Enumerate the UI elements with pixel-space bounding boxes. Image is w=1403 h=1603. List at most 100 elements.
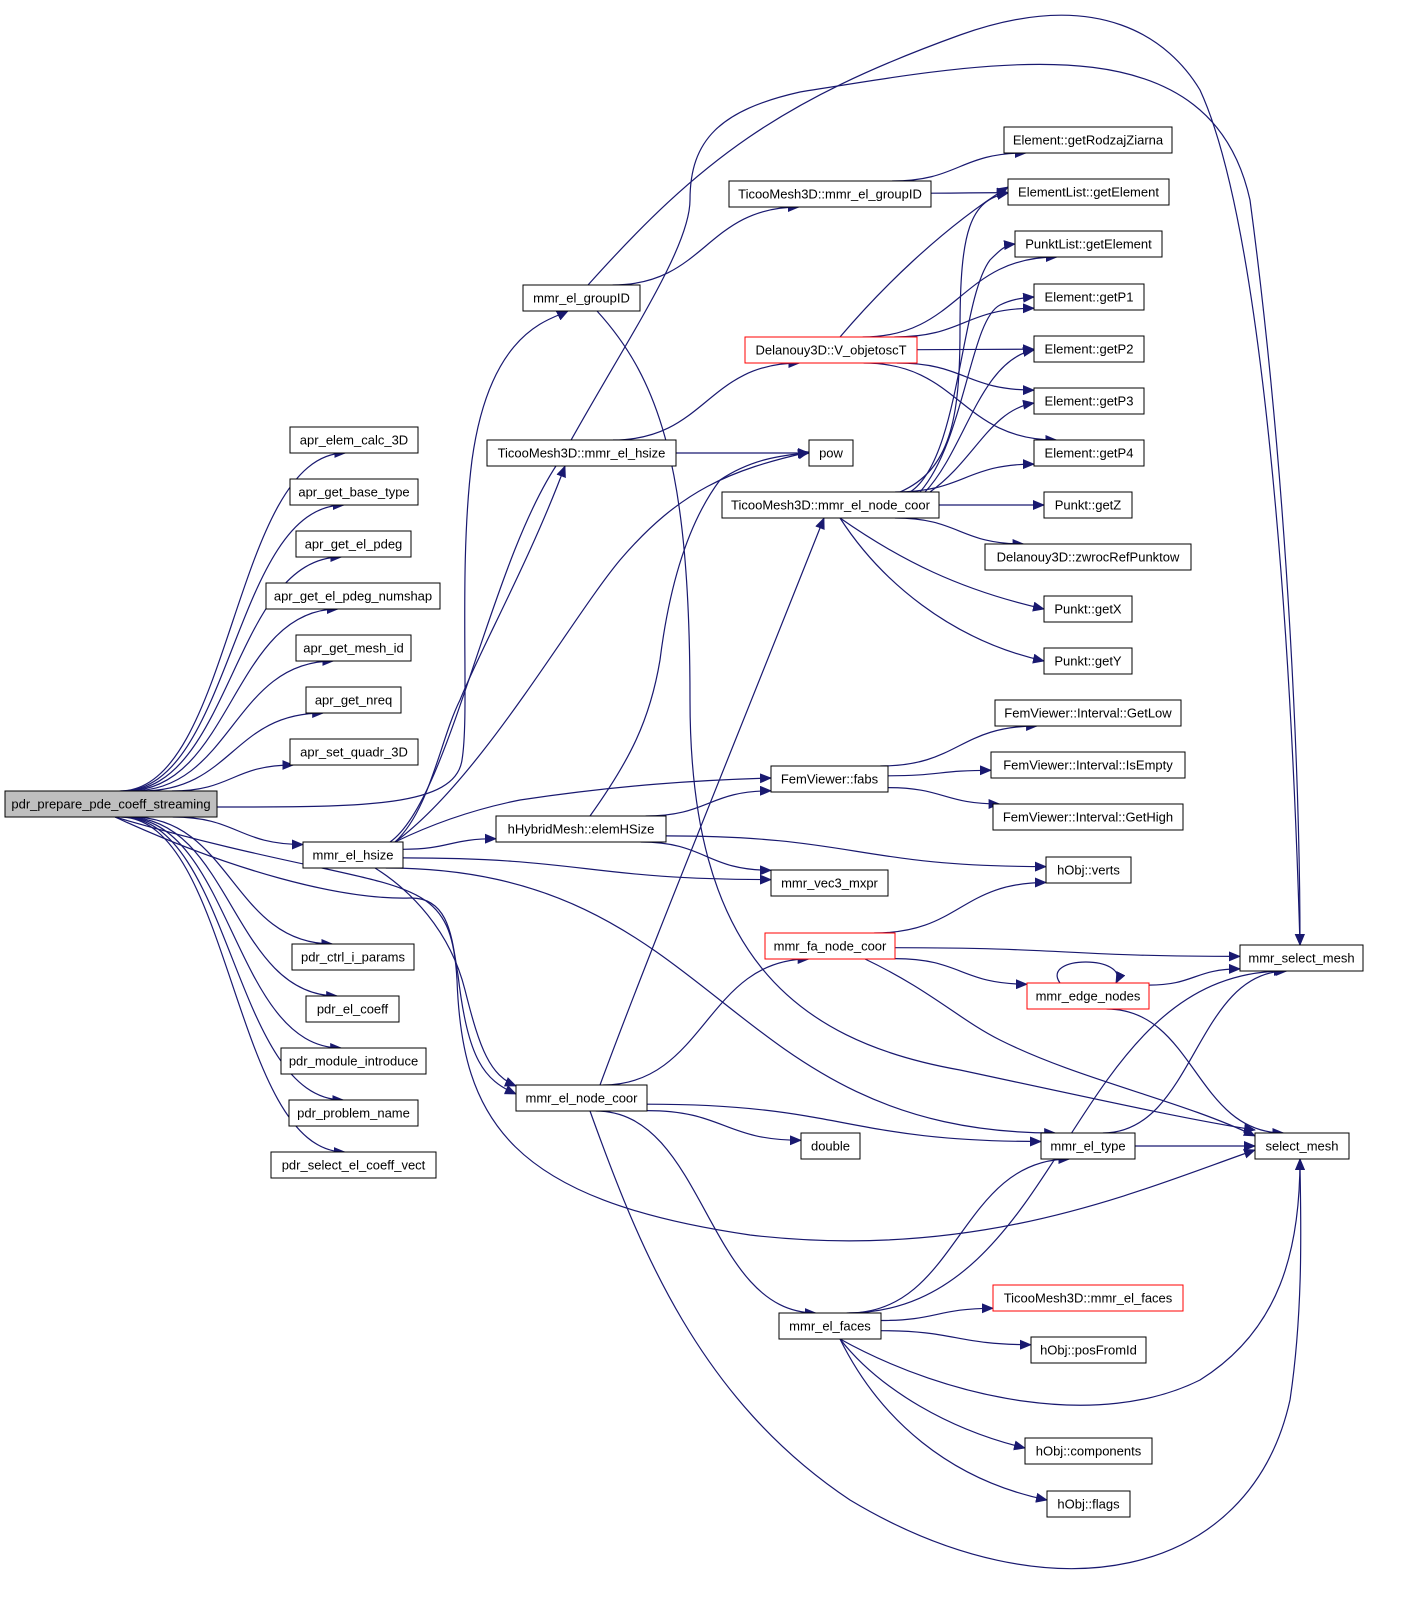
node-EL_getElement[interactable]: ElementList::getElement bbox=[1007, 178, 1170, 206]
node-box bbox=[770, 765, 889, 793]
node-label: Element::getP4 bbox=[1045, 446, 1134, 461]
node-T_mmr_el_groupID[interactable]: TicooMesh3D::mmr_el_groupID bbox=[728, 180, 932, 208]
node-D_zwrocRefPunktow[interactable]: Delanouy3D::zwrocRefPunktow bbox=[984, 543, 1192, 571]
node-E_getP4[interactable]: Element::getP4 bbox=[1033, 439, 1145, 467]
node-pow[interactable]: pow bbox=[808, 439, 854, 467]
node-label: hObj::flags bbox=[1057, 1497, 1120, 1512]
node-box bbox=[1043, 647, 1133, 675]
node-apr_get_el_pdeg_numshap[interactable]: apr_get_el_pdeg_numshap bbox=[265, 582, 441, 610]
node-pdr_el_coeff[interactable]: pdr_el_coeff bbox=[305, 995, 400, 1023]
node-mmr_el_type[interactable]: mmr_el_type bbox=[1040, 1132, 1136, 1160]
node-pdr_module_introduce[interactable]: pdr_module_introduce bbox=[280, 1047, 427, 1075]
node-hH_elemHSize[interactable]: hHybridMesh::elemHSize bbox=[495, 815, 667, 843]
node-E_getP3[interactable]: Element::getP3 bbox=[1033, 387, 1145, 415]
node-root[interactable]: pdr_prepare_pde_coeff_streaming bbox=[4, 790, 218, 818]
node-FVI_GetHigh[interactable]: FemViewer::Interval::GetHigh bbox=[992, 803, 1184, 831]
node-box bbox=[994, 699, 1182, 727]
edge-D_V_objetoscT-to-EL_getElement bbox=[839, 186, 1009, 338]
node-mmr_el_groupID[interactable]: mmr_el_groupID bbox=[522, 284, 641, 312]
node-pdr_ctrl_i_params[interactable]: pdr_ctrl_i_params bbox=[291, 943, 415, 971]
node-mmr_el_faces[interactable]: mmr_el_faces bbox=[778, 1312, 882, 1340]
node-pdr_problem_name[interactable]: pdr_problem_name bbox=[288, 1099, 419, 1127]
node-label: apr_get_nreq bbox=[315, 693, 392, 708]
node-hObj_components[interactable]: hObj::components bbox=[1024, 1437, 1153, 1465]
edge-D_V_objetoscT-to-E_getP3 bbox=[896, 362, 1035, 396]
node-T_mmr_el_hsize[interactable]: TicooMesh3D::mmr_el_hsize bbox=[486, 439, 677, 467]
node-E_getRodzajZiarna[interactable]: Element::getRodzajZiarna bbox=[1003, 126, 1173, 154]
edge-T_mmr_el_node_coor-to-E_getP2 bbox=[924, 347, 1035, 493]
node-box bbox=[270, 1151, 437, 1179]
node-apr_elem_calc_3D[interactable]: apr_elem_calc_3D bbox=[289, 426, 419, 454]
node-FV_fabs[interactable]: FemViewer::fabs bbox=[770, 765, 889, 793]
node-apr_get_el_pdeg[interactable]: apr_get_el_pdeg bbox=[295, 530, 412, 558]
edge-mmr_fa_node_coor-to-mmr_edge_nodes bbox=[894, 958, 1028, 990]
node-box bbox=[522, 284, 641, 312]
node-mmr_vec3_mxpr[interactable]: mmr_vec3_mxpr bbox=[770, 869, 889, 897]
node-box bbox=[1033, 283, 1145, 311]
node-box bbox=[1239, 944, 1364, 972]
node-box bbox=[778, 1312, 882, 1340]
node-label: pdr_problem_name bbox=[297, 1106, 410, 1121]
node-box bbox=[1007, 178, 1170, 206]
node-P_getX[interactable]: Punkt::getX bbox=[1043, 595, 1133, 623]
node-mmr_select_mesh[interactable]: mmr_select_mesh bbox=[1239, 944, 1364, 972]
node-apr_set_quadr_3D[interactable]: apr_set_quadr_3D bbox=[289, 738, 419, 766]
node-box bbox=[1043, 595, 1133, 623]
node-box bbox=[1014, 230, 1163, 258]
edge-hH_elemHSize-to-pow bbox=[589, 448, 810, 817]
edge-root-to-select_mesh bbox=[114, 816, 1256, 1242]
node-label: TicooMesh3D::mmr_el_faces bbox=[1004, 1291, 1173, 1306]
node-pdr_select_el_coeff_vect[interactable]: pdr_select_el_coeff_vect bbox=[270, 1151, 437, 1179]
node-D_V_objetoscT[interactable]: Delanouy3D::V_objetoscT bbox=[744, 336, 918, 364]
edge-T_mmr_el_node_coor-to-P_getX bbox=[839, 517, 1045, 612]
node-box bbox=[800, 1132, 861, 1160]
node-T_mmr_el_faces[interactable]: TicooMesh3D::mmr_el_faces bbox=[992, 1284, 1184, 1312]
edge-mmr_edge_nodes-to-select_mesh bbox=[1106, 1008, 1285, 1138]
node-mmr_fa_node_coor[interactable]: mmr_fa_node_coor bbox=[764, 932, 896, 960]
node-apr_get_mesh_id[interactable]: apr_get_mesh_id bbox=[295, 634, 412, 662]
node-label: pdr_prepare_pde_coeff_streaming bbox=[11, 797, 210, 812]
node-box bbox=[728, 180, 932, 208]
node-hObj_flags[interactable]: hObj::flags bbox=[1046, 1490, 1131, 1518]
node-E_getP2[interactable]: Element::getP2 bbox=[1033, 335, 1145, 363]
node-box bbox=[770, 869, 889, 897]
node-apr_get_base_type[interactable]: apr_get_base_type bbox=[289, 478, 419, 506]
edge-mmr_el_node_coor-to-T_mmr_el_node_coor bbox=[599, 517, 825, 1086]
node-label: pow bbox=[819, 446, 843, 461]
edge-T_mmr_el_node_coor-to-E_getP4 bbox=[895, 459, 1035, 493]
node-P_getZ[interactable]: Punkt::getZ bbox=[1043, 491, 1133, 519]
node-FVI_IsEmpty[interactable]: FemViewer::Interval::IsEmpty bbox=[990, 751, 1186, 779]
node-label: pdr_select_el_coeff_vect bbox=[282, 1158, 426, 1173]
node-hObj_verts[interactable]: hObj::verts bbox=[1045, 856, 1132, 884]
edge-mmr_el_type-to-mmr_select_mesh bbox=[1102, 966, 1288, 1134]
node-box bbox=[764, 932, 896, 960]
node-mmr_el_node_coor[interactable]: mmr_el_node_coor bbox=[515, 1084, 648, 1112]
node-FVI_GetLow[interactable]: FemViewer::Interval::GetLow bbox=[994, 699, 1182, 727]
node-mmr_el_hsize[interactable]: mmr_el_hsize bbox=[302, 841, 404, 869]
node-PL_getElement[interactable]: PunktList::getElement bbox=[1014, 230, 1163, 258]
node-T_mmr_el_node_coor[interactable]: TicooMesh3D::mmr_el_node_coor bbox=[721, 491, 940, 519]
edge-T_mmr_el_groupID-to-E_getRodzajZiarna bbox=[892, 148, 1027, 182]
edge-mmr_edge_nodes-to-mmr_select_mesh bbox=[1148, 963, 1241, 986]
node-label: hObj::posFromId bbox=[1040, 1343, 1137, 1358]
node-box bbox=[1046, 1490, 1131, 1518]
node-apr_get_nreq[interactable]: apr_get_nreq bbox=[305, 686, 402, 714]
node-select_mesh[interactable]: select_mesh bbox=[1254, 1132, 1350, 1160]
node-P_getY[interactable]: Punkt::getY bbox=[1043, 647, 1133, 675]
node-box bbox=[288, 1099, 419, 1127]
node-label: mmr_edge_nodes bbox=[1036, 989, 1141, 1004]
edge-D_V_objetoscT-to-PL_getElement bbox=[862, 252, 1058, 338]
edge-root-to-apr_set_quadr_3D bbox=[171, 760, 295, 792]
node-box bbox=[1033, 335, 1145, 363]
node-double[interactable]: double bbox=[800, 1132, 861, 1160]
node-E_getP1[interactable]: Element::getP1 bbox=[1033, 283, 1145, 311]
node-mmr_edge_nodes[interactable]: mmr_edge_nodes bbox=[1026, 982, 1150, 1010]
node-label: hObj::verts bbox=[1057, 863, 1120, 878]
node-label: Element::getP2 bbox=[1045, 342, 1134, 357]
edge-FV_fabs-to-FVI_GetLow bbox=[880, 721, 1039, 767]
node-label: double bbox=[811, 1139, 850, 1154]
node-hObj_posFromId[interactable]: hObj::posFromId bbox=[1030, 1336, 1147, 1364]
edge-mmr_el_hsize-to-mmr_select_mesh bbox=[389, 63, 1305, 946]
edge-root-to-mmr_el_node_coor bbox=[114, 816, 517, 1095]
